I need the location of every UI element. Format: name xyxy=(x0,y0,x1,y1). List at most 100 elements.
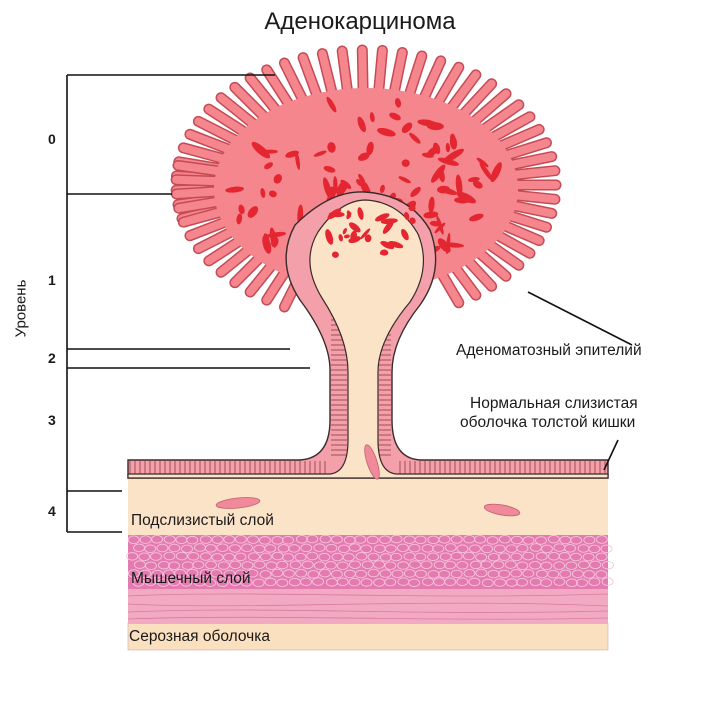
muscle-cell xyxy=(588,544,601,554)
muscle-cell xyxy=(247,535,259,544)
muscle-cell xyxy=(318,552,331,562)
tumor-villus-fill xyxy=(185,216,233,240)
inner-tumor-foci xyxy=(325,205,416,258)
muscle-cell xyxy=(390,534,403,544)
inner-tumor-focus xyxy=(409,217,416,224)
inner-tumor-focus xyxy=(349,222,361,233)
tumor-focus xyxy=(456,191,476,204)
muscle-cell xyxy=(241,543,253,553)
tumor-focus xyxy=(333,176,338,192)
tumor-focus xyxy=(270,236,279,248)
muscle-cell xyxy=(336,577,349,587)
muscle-cell xyxy=(252,578,265,588)
muscle-cell xyxy=(168,543,181,553)
tumor-focus xyxy=(476,157,489,168)
tumor-focus xyxy=(421,152,434,158)
muscle-cell xyxy=(450,535,463,544)
muscle-cell xyxy=(384,544,397,553)
muscle-cell xyxy=(282,553,295,562)
muscle-cell xyxy=(469,560,482,570)
tumor-focus xyxy=(437,157,459,166)
tumor-focus xyxy=(417,119,437,127)
muscle-cell xyxy=(583,535,596,545)
muscle-cell xyxy=(276,560,289,570)
inner-tumor-focus xyxy=(325,229,334,245)
tumor-focus xyxy=(428,196,435,213)
tumor-villus-fill xyxy=(338,47,352,95)
tumor-focus xyxy=(431,164,446,183)
muscle-cell xyxy=(582,552,595,562)
muscle-cell xyxy=(456,544,469,554)
muscle-cell xyxy=(421,544,434,553)
muscle-cell xyxy=(535,536,547,545)
tumor-focus xyxy=(323,177,332,199)
muscle-cell xyxy=(432,544,445,553)
tumor-head xyxy=(170,44,562,313)
tumor-villus-fill xyxy=(179,207,228,227)
inner-tumor-focus xyxy=(401,228,409,241)
normal-mucosa-label-line2: оболочка толстой кишки xyxy=(460,414,636,431)
muscle-cell xyxy=(540,544,553,554)
inner-tumor-focus xyxy=(364,234,372,243)
tumor-focus xyxy=(336,182,349,197)
normal-mucosa-leader xyxy=(603,439,619,471)
tumor-focus xyxy=(445,142,451,153)
muscle-cell xyxy=(312,577,325,586)
muscle-cell xyxy=(384,561,397,570)
inner-tumor-focus xyxy=(346,211,352,220)
muscle-cell xyxy=(349,560,361,569)
muscle-cell xyxy=(498,535,511,544)
inner-tumor-focus xyxy=(343,234,350,239)
muscle-cell xyxy=(468,577,481,587)
muscle-cell xyxy=(145,561,157,571)
level-2-label: 2 xyxy=(48,350,56,366)
tumor-villus-fill xyxy=(502,138,551,160)
muscle-cell xyxy=(204,578,216,587)
inner-tumor-focus xyxy=(375,213,390,222)
muscle-cell xyxy=(181,561,194,570)
muscle-cell xyxy=(553,561,566,570)
muscle-cell xyxy=(199,568,212,578)
muscle-cell xyxy=(342,553,355,562)
muscle-cell xyxy=(367,568,380,578)
muscle-cell xyxy=(456,577,469,587)
muscle-cell xyxy=(595,570,608,579)
muscle-cell xyxy=(138,552,151,562)
muscle-cell xyxy=(306,534,319,544)
muscle-cell xyxy=(234,552,247,562)
tumor-focus xyxy=(323,165,336,173)
muscle-cell xyxy=(373,560,385,569)
tumor-focus xyxy=(468,213,484,222)
muscle-cell xyxy=(602,560,614,570)
muscle-cell xyxy=(367,552,380,562)
muscle-cell xyxy=(259,552,272,562)
muscle-cell xyxy=(486,536,499,545)
muscle-cell xyxy=(505,578,518,587)
muscle-cell xyxy=(271,568,284,578)
muscle-cell xyxy=(360,544,373,554)
muscle-cell xyxy=(355,569,367,579)
muscle-cell xyxy=(522,551,535,561)
tumor-villus-fill xyxy=(502,210,551,232)
muscle-cell xyxy=(487,569,500,579)
muscle-cell xyxy=(259,570,272,579)
muscle-cell xyxy=(408,578,421,588)
muscle-cell xyxy=(444,560,456,570)
muscle-cell xyxy=(456,561,469,570)
muscle-cell xyxy=(504,560,517,569)
muscle-cell xyxy=(151,569,164,579)
inner-tumor-focus xyxy=(328,211,345,218)
level-axis-label: Уровень xyxy=(12,279,30,338)
inner-tumor-focus xyxy=(380,218,398,225)
muscle-cell xyxy=(492,560,505,570)
tumor-villus-fill xyxy=(405,51,426,99)
muscle-cell xyxy=(558,552,571,561)
muscle-cell xyxy=(493,544,506,554)
muscle-cell xyxy=(498,552,511,561)
muscle-cell xyxy=(319,568,331,578)
tumor-focus xyxy=(467,176,480,183)
level-0-label: 0 xyxy=(48,131,56,147)
muscle-cell xyxy=(565,578,578,588)
muscle-cell xyxy=(397,561,410,570)
muscle-cell xyxy=(348,543,361,552)
